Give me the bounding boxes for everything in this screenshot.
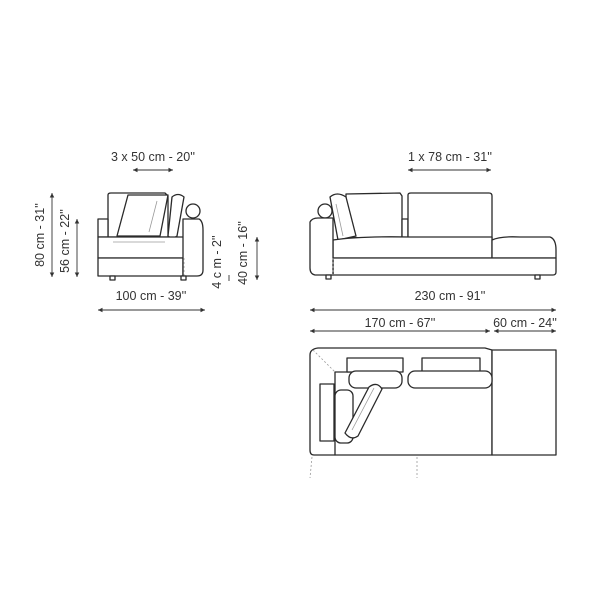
side-view: 3 x 50 cm - 20'' 80 cm - 31'' 56 cm - 22… <box>33 150 260 313</box>
seat-height-label: 40 cm - 16'' <box>236 221 250 285</box>
front-view-sofa <box>309 192 557 280</box>
front-view: 1 x 78 cm - 31'' 230 cm - 91'' 170 cm - … <box>309 150 557 334</box>
side-view-sofa <box>97 192 204 281</box>
back-cushion-width-label: 1 x 78 cm - 31'' <box>408 150 492 164</box>
seat-cushion-width-label: 3 x 50 cm - 20'' <box>111 150 195 164</box>
total-height-label: 80 cm - 31'' <box>33 203 47 267</box>
sofa-width-label: 170 cm - 67'' <box>365 316 436 330</box>
bolster-pillow <box>185 203 201 219</box>
leg-height-label: 4 c m - 2'' <box>210 235 224 288</box>
top-view <box>309 347 557 479</box>
total-width-label: 230 cm - 91'' <box>415 289 486 303</box>
chaise-width-label: 60 cm - 24'' <box>493 316 557 330</box>
arm-height-label: 56 cm - 22'' <box>58 209 72 273</box>
depth-label: 100 cm - 39'' <box>116 289 187 303</box>
